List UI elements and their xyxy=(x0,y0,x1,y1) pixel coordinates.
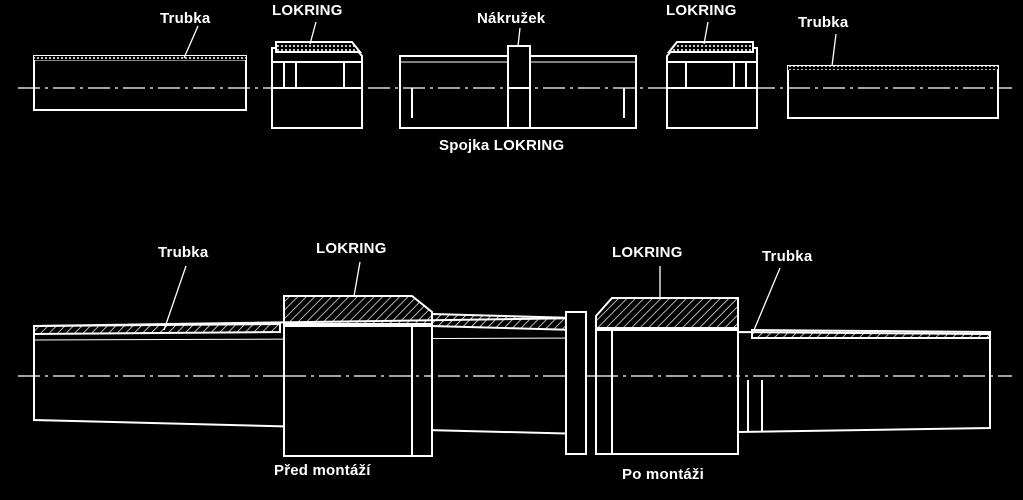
top-right-lokring xyxy=(666,41,758,129)
top-label-lokring-right: LOKRING xyxy=(666,2,737,19)
bottom-label-lokring-left: LOKRING xyxy=(316,240,387,257)
bottom-caption-after: Po montáži xyxy=(622,466,705,483)
top-right-pipe xyxy=(787,65,999,119)
top-label-pipe-left: Trubka xyxy=(160,10,211,27)
top-label-lokring-left: LOKRING xyxy=(272,2,343,19)
top-caption-coupling: Spojka LOKRING xyxy=(439,137,565,154)
top-label-collar: Nákružek xyxy=(477,10,546,27)
bottom-right-pipe xyxy=(737,328,991,434)
top-coupling-body xyxy=(399,45,637,129)
bottom-left-lokring xyxy=(283,295,433,457)
bottom-label-pipe-right: Trubka xyxy=(762,248,813,265)
bottom-right-lokring xyxy=(595,297,739,455)
top-label-pipe-right: Trubka xyxy=(798,14,849,31)
top-leader-lines xyxy=(183,21,837,67)
bottom-label-pipe-left: Trubka xyxy=(158,244,209,261)
top-left-lokring xyxy=(271,41,363,129)
bottom-coupling-body xyxy=(431,311,587,455)
bottom-leader-lines xyxy=(163,261,781,331)
bottom-caption-before: Před montáží xyxy=(274,462,371,479)
top-left-pipe xyxy=(33,55,247,111)
bottom-label-lokring-right: LOKRING xyxy=(612,244,683,261)
